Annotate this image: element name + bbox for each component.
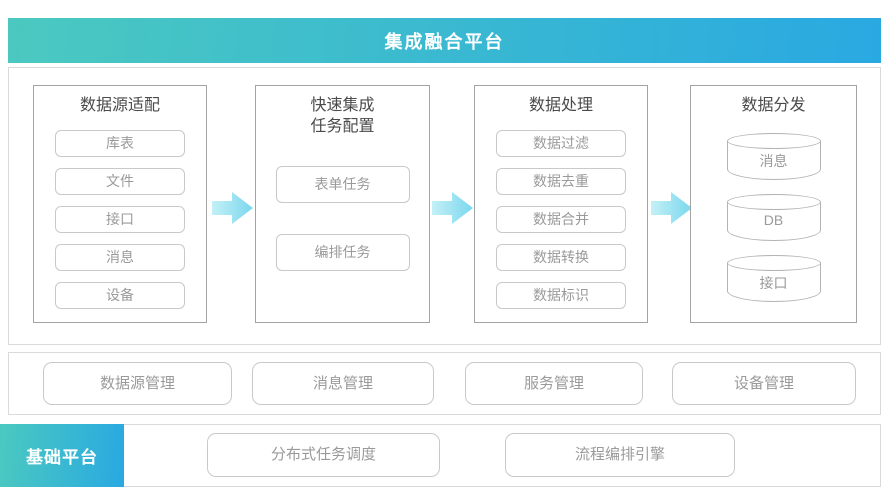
column-data-distribution: 数据分发 消息 DB 接口 [690,85,857,323]
column-title: 数据源适配 [79,97,160,114]
device-item: 设备 [55,281,185,309]
platform-title: 集成融合平台 [384,31,505,52]
column-item-list: 表单任务 编排任务 [275,165,410,271]
flow-arrow-icon [212,192,253,224]
data-label-item: 数据标识 [496,281,626,309]
column-item-list: 库表 文件 接口 消息 设备 [55,129,185,309]
form-task-item: 表单任务 [275,165,410,203]
platform-title-bar: 集成融合平台 [8,18,881,63]
process-orchestration-engine-item: 流程编排引擎 [505,433,735,477]
db-store-cylinder: DB [726,193,821,241]
column-data-processing: 数据处理 数据过滤 数据去重 数据合并 数据转换 数据标识 [474,85,648,323]
message-store-cylinder: 消息 [726,132,821,180]
flow-arrow-icon [432,192,473,224]
file-item: 文件 [55,167,185,195]
distributed-task-scheduler-item: 分布式任务调度 [207,433,440,477]
column-item-list: 消息 DB 接口 [726,132,821,302]
base-platform-label: 基础平台 [0,424,124,487]
column-title: 数据分发 [741,97,806,114]
device-management-item: 设备管理 [672,362,856,405]
column-title: 数据处理 [528,97,593,114]
api-item: 接口 [55,205,185,233]
cylinder-top [726,132,821,149]
cylinder-top [726,254,821,271]
flow-arrow-icon [651,192,692,224]
data-dedup-item: 数据去重 [496,167,626,195]
message-item: 消息 [55,243,185,271]
orchestration-task-item: 编排任务 [275,233,410,271]
message-management-item: 消息管理 [252,362,434,405]
base-platform-panel [8,424,881,487]
column-data-source-adaptation: 数据源适配 库表 文件 接口 消息 设备 [33,85,207,323]
db-table-item: 库表 [55,129,185,157]
datasource-management-item: 数据源管理 [43,362,232,405]
column-title: 快速集成 任务配置 [310,97,375,135]
cylinder-top [726,193,821,210]
api-store-cylinder: 接口 [726,254,821,302]
data-transform-item: 数据转换 [496,243,626,271]
column-task-config: 快速集成 任务配置 表单任务 编排任务 [255,85,430,323]
data-filter-item: 数据过滤 [496,129,626,157]
data-merge-item: 数据合并 [496,205,626,233]
service-management-item: 服务管理 [465,362,643,405]
column-item-list: 数据过滤 数据去重 数据合并 数据转换 数据标识 [496,129,626,309]
